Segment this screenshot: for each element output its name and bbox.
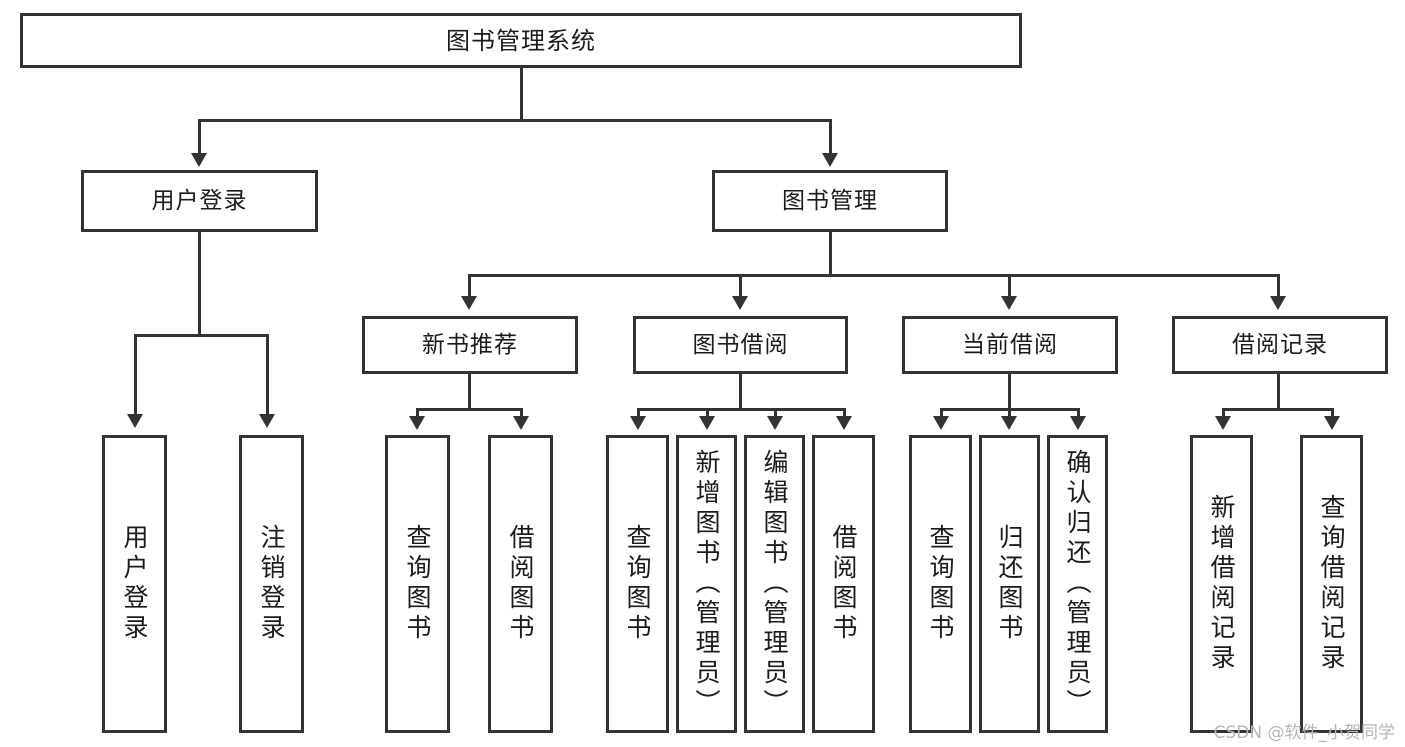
connector-user-login-bus xyxy=(134,334,269,337)
leaf-add-borrow-record[interactable]: 新增借阅记录 xyxy=(1190,435,1253,733)
leaf-query-book-borrow[interactable]: 查询图书 xyxy=(606,435,669,733)
leaf-label: 用户登录 xyxy=(120,524,149,644)
arrow-to-leaf-query-book-cb xyxy=(933,416,949,430)
connector-drop-current xyxy=(1008,274,1011,298)
leaf-label: 查询图书 xyxy=(623,524,652,644)
connector-drop-bb-1 xyxy=(637,408,640,418)
arrow-to-leaf-query-book-bb xyxy=(630,416,646,430)
arrow-to-leaf-return-book xyxy=(1001,416,1017,430)
connector-drop-bb-3 xyxy=(774,408,777,418)
node-label: 新书推荐 xyxy=(422,331,518,358)
arrow-to-leaf-edit-book xyxy=(767,416,783,430)
leaf-borrow-book-borrow[interactable]: 借阅图书 xyxy=(812,435,875,733)
leaf-label: 借阅图书 xyxy=(829,524,858,644)
node-book-management-system[interactable]: 图书管理系统 xyxy=(20,13,1022,68)
arrow-to-book-borrow xyxy=(732,296,748,310)
connector-drop-book-manage xyxy=(829,119,832,155)
connector-borrow-bus xyxy=(637,408,846,411)
connector-new-rec-stem xyxy=(468,374,471,410)
connector-drop-borrow xyxy=(739,274,742,298)
connector-drop-cb-3 xyxy=(1077,408,1080,418)
connector-current-stem xyxy=(1008,374,1011,410)
leaf-label: 新增图书（管理员） xyxy=(692,449,721,719)
arrow-to-new-recommend xyxy=(461,296,477,310)
node-label: 图书管理系统 xyxy=(446,26,596,55)
connector-borrow-stem xyxy=(739,374,742,410)
leaf-edit-book-admin[interactable]: 编辑图书（管理员） xyxy=(744,435,805,733)
connector-drop-nr-2 xyxy=(520,408,523,418)
node-label: 图书借阅 xyxy=(692,331,789,358)
arrow-to-leaf-borrow-book-bb xyxy=(836,416,852,430)
leaf-query-borrow-record[interactable]: 查询借阅记录 xyxy=(1300,435,1363,733)
node-borrowing-records[interactable]: 借阅记录 xyxy=(1172,316,1388,374)
leaf-label: 归还图书 xyxy=(995,524,1024,644)
leaf-logout[interactable]: 注销登录 xyxy=(239,435,304,733)
connector-drop-records xyxy=(1277,274,1280,298)
leaf-return-book[interactable]: 归还图书 xyxy=(979,435,1040,733)
connector-new-rec-bus xyxy=(416,408,523,411)
arrow-to-user-login xyxy=(191,153,207,167)
leaf-user-login[interactable]: 用户登录 xyxy=(102,435,167,733)
leaf-label: 查询图书 xyxy=(926,524,955,644)
connector-drop-cb-1 xyxy=(940,408,943,418)
node-label: 用户登录 xyxy=(151,187,248,214)
leaf-query-book-new-rec[interactable]: 查询图书 xyxy=(385,435,450,733)
node-label: 当前借阅 xyxy=(962,331,1058,358)
leaf-borrow-book-new-rec[interactable]: 借阅图书 xyxy=(488,435,553,733)
arrow-to-current-borrow xyxy=(1001,296,1017,310)
leaf-label: 确认归还（管理员） xyxy=(1063,449,1092,719)
arrow-to-book-manage xyxy=(822,153,838,167)
leaf-label: 编辑图书（管理员） xyxy=(760,449,789,719)
arrow-to-borrow-records xyxy=(1270,296,1286,310)
arrow-to-leaf-confirm-return xyxy=(1070,416,1086,430)
connector-drop-bb-2 xyxy=(706,408,709,418)
leaf-label: 借阅图书 xyxy=(506,524,535,644)
connector-root-bus xyxy=(198,119,829,122)
connector-drop-br-2 xyxy=(1331,408,1334,418)
connector-drop-nr-1 xyxy=(416,408,419,418)
node-current-borrowing[interactable]: 当前借阅 xyxy=(902,316,1118,374)
connector-drop-new-rec xyxy=(468,274,471,298)
arrow-to-leaf-add-record xyxy=(1215,416,1231,430)
connector-records-stem xyxy=(1277,374,1280,410)
node-label: 图书管理 xyxy=(782,187,878,214)
csdn-watermark: CSDN @软件_小贺同学 xyxy=(1213,723,1395,743)
arrow-to-leaf-query-record xyxy=(1324,416,1340,430)
connector-drop-br-1 xyxy=(1222,408,1225,418)
node-label: 借阅记录 xyxy=(1232,331,1328,358)
leaf-label: 查询借阅记录 xyxy=(1317,494,1346,674)
arrow-to-leaf-logout xyxy=(259,414,275,428)
node-new-book-recommendation[interactable]: 新书推荐 xyxy=(362,316,578,374)
connector-book-manage-stem xyxy=(829,232,832,276)
connector-drop-leaf-logout xyxy=(266,334,269,416)
node-user-login[interactable]: 用户登录 xyxy=(81,170,318,232)
arrow-to-leaf-borrow-book-nr xyxy=(513,416,529,430)
node-book-borrowing[interactable]: 图书借阅 xyxy=(633,316,848,374)
leaf-label: 注销登录 xyxy=(257,524,286,644)
arrow-to-leaf-query-book-nr xyxy=(409,416,425,430)
leaf-query-book-current[interactable]: 查询图书 xyxy=(909,435,972,733)
connector-drop-user-login xyxy=(198,119,201,155)
connector-user-login-stem xyxy=(198,232,201,336)
leaf-confirm-return-admin[interactable]: 确认归还（管理员） xyxy=(1047,435,1108,733)
leaf-label: 查询图书 xyxy=(403,524,432,644)
connector-book-manage-bus xyxy=(468,274,1280,277)
leaf-label: 新增借阅记录 xyxy=(1207,494,1236,674)
connector-root-stem xyxy=(520,68,523,119)
connector-drop-leaf-user-login xyxy=(134,334,137,416)
connector-drop-bb-4 xyxy=(843,408,846,418)
node-book-management[interactable]: 图书管理 xyxy=(712,170,948,232)
connector-records-bus xyxy=(1222,408,1334,411)
arrow-to-leaf-add-book xyxy=(699,416,715,430)
leaf-add-book-admin[interactable]: 新增图书（管理员） xyxy=(676,435,737,733)
arrow-to-leaf-user-login xyxy=(127,414,143,428)
connector-drop-cb-2 xyxy=(1008,408,1011,418)
